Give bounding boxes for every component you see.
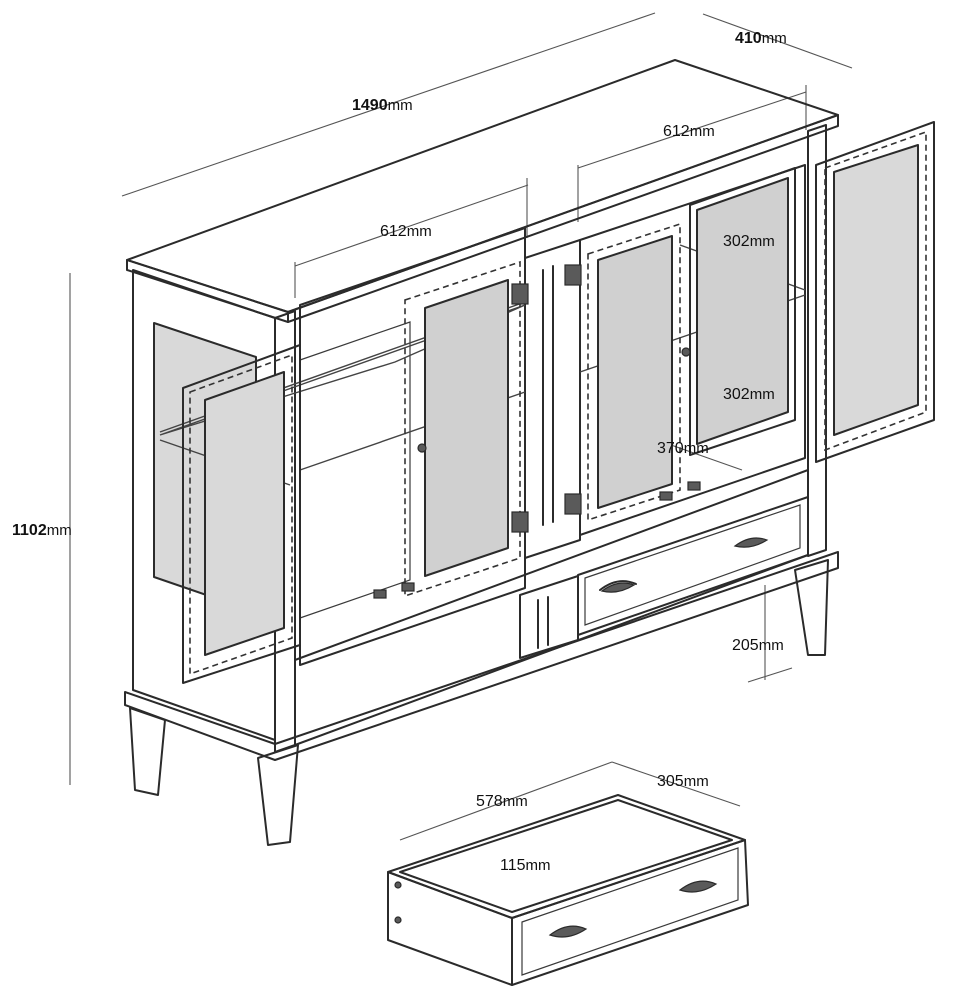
right-open-door [815, 121, 935, 463]
front-right-leg [794, 559, 829, 656]
left-front-door [404, 260, 521, 598]
drawer-handle-icon [548, 925, 588, 938]
hinge-icon [564, 264, 582, 286]
knob-icon [417, 443, 427, 453]
dim-drawer-depth-label: 305mm [657, 773, 709, 790]
dim-width-label: 1490mm [352, 97, 413, 114]
dim-door-right-label: 612mm [663, 123, 715, 140]
dim-door-left-label: 612mm [380, 223, 432, 240]
hinge-icon [564, 493, 582, 515]
separate-drawer [387, 794, 749, 986]
dim-height-label: 1102mm [12, 522, 72, 539]
dim-drawer-height-label: 115mm [500, 857, 551, 874]
drawer-front-panel [511, 839, 749, 986]
dim-inner-depth-label: 370mm [657, 440, 709, 457]
dim-shelf-upper-label: 302mm [723, 233, 775, 250]
cabinet-drawer-front [577, 496, 809, 636]
center-divider [524, 239, 581, 559]
left-open-door [182, 344, 301, 684]
hinge-icon [511, 511, 529, 533]
dim-drawer-width-label: 578mm [476, 793, 528, 810]
dim-depth-label: 410mm [735, 30, 787, 47]
knob-icon [681, 347, 691, 357]
legs [129, 559, 829, 846]
front-left-leg [257, 744, 299, 846]
base-rail [124, 551, 839, 761]
dimension-labels: 1490mm 410mm 1102mm 612mm 612mm 302mm 30… [12, 30, 787, 874]
dim-leg-height-label: 205mm [732, 637, 784, 654]
right-inner-door [689, 167, 796, 456]
dim-shelf-lower-label: 302mm [723, 386, 775, 403]
hinge-icon [511, 283, 529, 305]
drawer-handle-icon [678, 880, 718, 893]
right-front-door [587, 222, 681, 522]
hardware [373, 264, 701, 599]
rear-left-leg [129, 707, 166, 796]
